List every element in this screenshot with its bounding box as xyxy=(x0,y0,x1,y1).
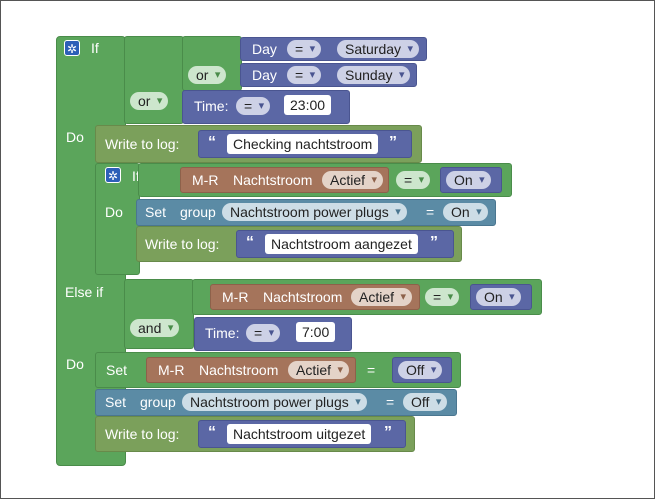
quote-open-icon: “ xyxy=(208,134,216,151)
quote-close-icon-3: ” xyxy=(384,424,392,441)
set-label-3: Set xyxy=(105,394,127,410)
equals-label: = xyxy=(426,204,435,220)
set-label: Set xyxy=(145,204,167,220)
inner-or-dropdown[interactable]: or xyxy=(188,66,227,84)
state-dropdown-on-2[interactable]: On xyxy=(443,203,488,221)
state-dropdown-on-3[interactable]: On xyxy=(476,288,521,306)
equals-dropdown-6[interactable]: = xyxy=(246,324,281,342)
device-prop-dropdown-3[interactable]: Actief xyxy=(288,361,350,379)
state-dropdown-on[interactable]: On xyxy=(446,171,491,189)
inner-if-label: If xyxy=(132,168,140,184)
device-name-2: Nachtstroom xyxy=(263,289,343,305)
device-prefix-3: M-R xyxy=(158,362,185,378)
set-label-2: Set xyxy=(106,362,128,378)
write-to-log-label-3: Write to log: xyxy=(105,426,180,442)
quote-close-icon-2: ” xyxy=(430,234,438,251)
day-label: Day xyxy=(252,41,277,57)
day-dropdown-sunday[interactable]: Sunday xyxy=(337,66,411,84)
log-text-2[interactable]: Nachtstroom aangezet xyxy=(265,234,418,254)
time-field-23[interactable]: 23:00 xyxy=(284,95,332,115)
log-text-1[interactable]: Checking nachtstroom xyxy=(227,134,379,154)
if-label: If xyxy=(91,40,99,56)
or-dropdown[interactable]: or xyxy=(130,92,169,110)
equals-dropdown-2[interactable]: = xyxy=(287,66,322,84)
group-label-2: group xyxy=(140,394,176,410)
equals-label-2: = xyxy=(367,362,376,378)
group-dropdown[interactable]: Nachtstroom power plugs xyxy=(222,203,407,221)
device-name: Nachtstroom xyxy=(233,172,313,188)
gear-icon-2[interactable]: ✲ xyxy=(105,167,121,183)
equals-dropdown-4[interactable]: = xyxy=(396,171,431,189)
device-name-3: Nachtstroom xyxy=(199,362,279,378)
day-dropdown-saturday[interactable]: Saturday xyxy=(337,40,420,58)
time-label: Time: xyxy=(194,98,229,114)
log-text-3[interactable]: Nachtstroom uitgezet xyxy=(227,424,372,444)
device-prefix-2: M-R xyxy=(222,289,249,305)
write-to-log-label-2: Write to log: xyxy=(145,236,220,252)
and-dropdown[interactable]: and xyxy=(130,319,180,337)
device-prop-dropdown[interactable]: Actief xyxy=(322,171,384,189)
equals-dropdown[interactable]: = xyxy=(287,40,322,58)
do-label-2: Do xyxy=(66,356,84,372)
device-prefix: M-R xyxy=(192,172,219,188)
quote-open-icon-2: “ xyxy=(246,234,254,251)
state-dropdown-off[interactable]: Off xyxy=(398,361,443,379)
and-block[interactable] xyxy=(124,279,194,349)
time-label-2: Time: xyxy=(205,325,240,341)
time-field-7[interactable]: 7:00 xyxy=(296,322,336,342)
quote-open-icon-3: “ xyxy=(208,424,216,441)
or-block[interactable] xyxy=(124,36,184,124)
equals-dropdown-5[interactable]: = xyxy=(425,288,460,306)
quote-close-icon: ” xyxy=(389,134,397,151)
write-to-log-label: Write to log: xyxy=(105,136,180,152)
group-label: group xyxy=(180,204,216,220)
else-if-label: Else if xyxy=(65,284,104,300)
device-prop-dropdown-2[interactable]: Actief xyxy=(351,288,413,306)
inner-do-label: Do xyxy=(105,204,123,220)
state-dropdown-off-2[interactable]: Off xyxy=(403,393,448,411)
group-dropdown-2[interactable]: Nachtstroom power plugs xyxy=(182,393,367,411)
gear-icon[interactable]: ✲ xyxy=(64,40,80,56)
equals-dropdown-3[interactable]: = xyxy=(236,97,271,115)
day-label-2: Day xyxy=(252,67,277,83)
do-label: Do xyxy=(66,129,84,145)
equals-label-3: = xyxy=(386,394,395,410)
